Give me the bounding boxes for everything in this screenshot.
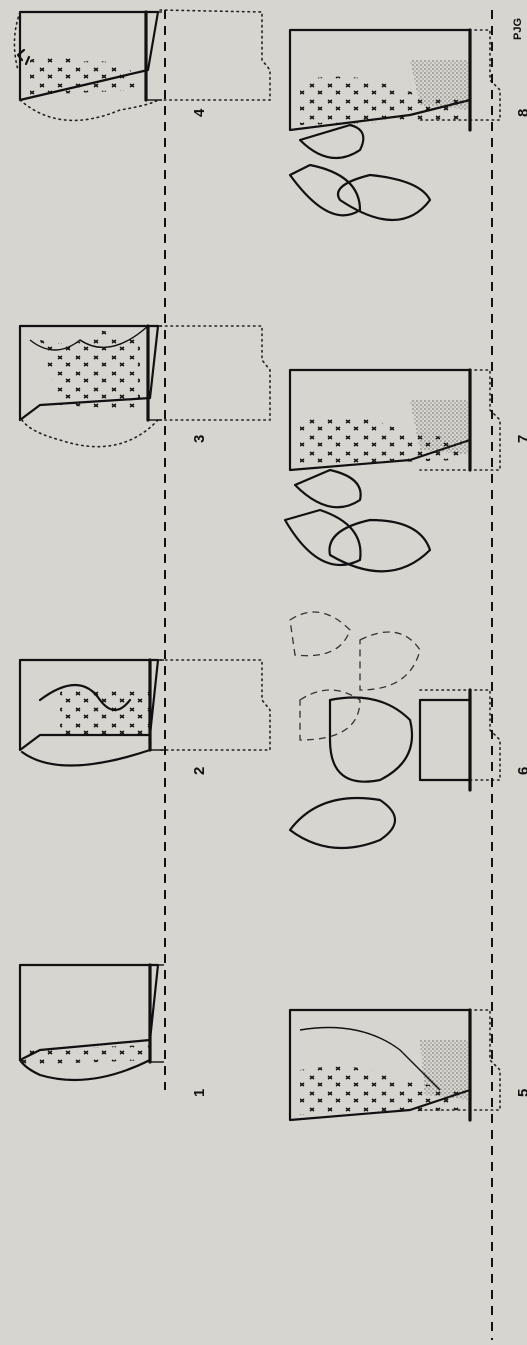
panel-7-drawing (285, 370, 500, 571)
panel-label-8: 8 (515, 109, 527, 117)
panel-label-2: 2 (191, 767, 208, 775)
panel-label-3: 3 (191, 435, 208, 443)
panel-8-drawing (290, 30, 500, 220)
panel-6-drawing (290, 612, 500, 848)
panel-3-drawing (20, 326, 270, 447)
panel-1-drawing (20, 965, 164, 1080)
panel-labels: 4 3 2 1 8 7 6 5 (191, 108, 527, 1097)
panel-label-7: 7 (515, 435, 527, 443)
panel-label-6: 6 (515, 767, 527, 775)
panel-4-drawing (14, 10, 270, 120)
panel-label-4: 4 (191, 108, 208, 117)
panel-label-1: 1 (191, 1089, 208, 1097)
artist-signature: PJG (512, 18, 524, 40)
panel-2-drawing (20, 660, 270, 766)
panel-5-drawing (290, 1010, 500, 1120)
panel-label-5: 5 (515, 1089, 527, 1097)
